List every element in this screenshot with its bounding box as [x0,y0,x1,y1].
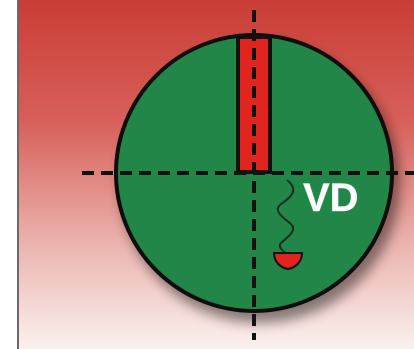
vd-label: VD [303,176,359,220]
